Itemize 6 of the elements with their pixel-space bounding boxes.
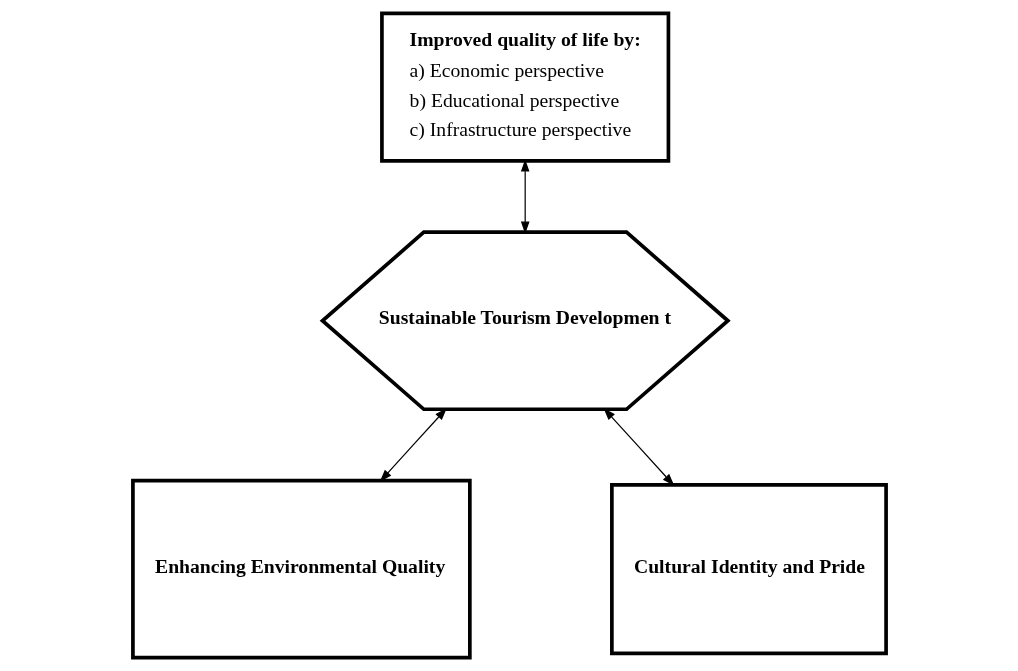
arrow: [520, 159, 529, 234]
arrow: [379, 408, 447, 482]
arrow: [602, 408, 674, 486]
node-box: Improved quality of life by: a) Economic perspective b) Educational perspective c) Infrastructure perspective: [379, 11, 670, 163]
node-box: Enhancing Environmental Quality: [130, 478, 472, 660]
node-box: Cultural Identity and Pride: [609, 483, 888, 656]
